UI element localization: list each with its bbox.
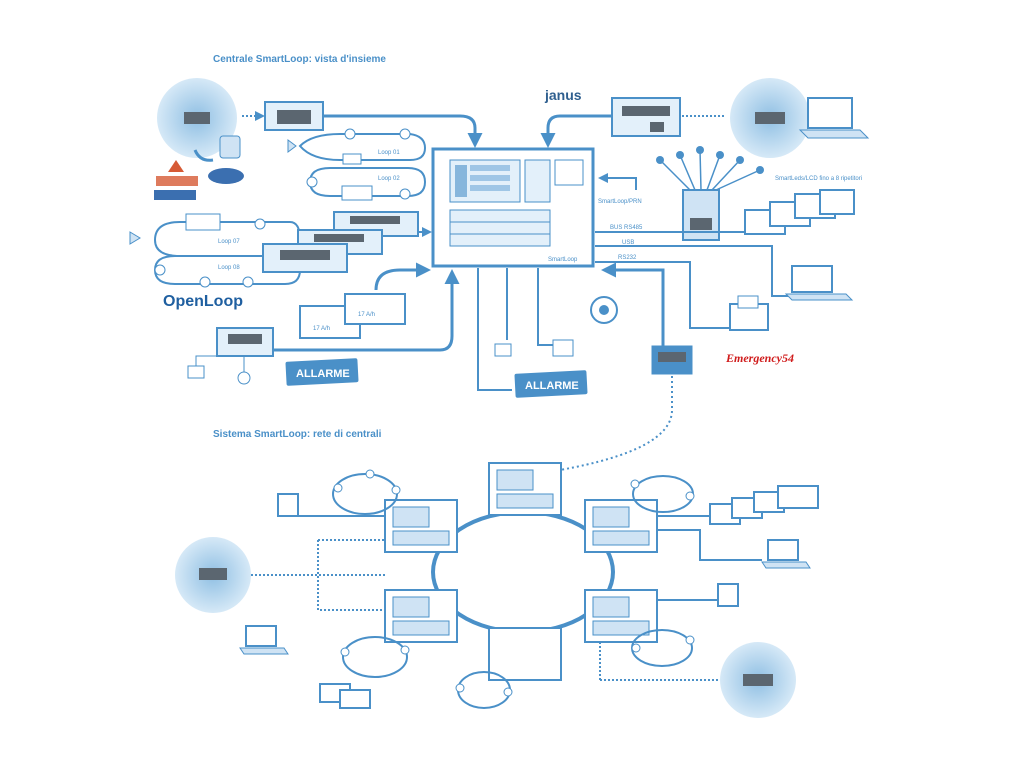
battery-large-label: 17 A/h — [358, 312, 375, 318]
alarm-sign-center-text: ALLARME — [525, 380, 579, 392]
loop-01: Loop 01 — [287, 128, 427, 165]
alarm-sign-left: ALLARME — [285, 358, 359, 386]
alarm-sign-left-text: ALLARME — [296, 368, 350, 380]
emergency-logo: Emergency54 — [725, 351, 794, 365]
partner-logos-left — [154, 160, 244, 200]
lcd-repeaters-stack — [744, 189, 855, 235]
io-devices — [494, 339, 574, 357]
loop-02-label: Loop 02 — [378, 176, 400, 182]
network-panel-left-lower — [384, 589, 458, 643]
remote-module-right — [611, 97, 681, 137]
operator-station-bottom-left — [175, 537, 251, 613]
loop-08-label: Loop 08 — [218, 265, 240, 271]
operator-station-bottom-right — [720, 642, 796, 718]
remote-module-top — [264, 101, 324, 131]
phone-icon — [193, 135, 241, 162]
network-panel-right-upper — [584, 499, 658, 553]
lcd-repeaters-bottom-right — [709, 485, 819, 525]
loop-01-label: Loop 01 — [378, 150, 400, 156]
main-control-panel: SmartLoop — [431, 147, 595, 268]
overview-title: Centrale SmartLoop: vista d'insieme — [213, 54, 386, 65]
openloop-logo: OpenLoop — [163, 293, 243, 310]
battery-small-label: 17 A/h — [313, 326, 330, 332]
usb-label: USB — [622, 240, 634, 246]
computer-workstation-top-right — [798, 97, 870, 139]
emergency-module — [651, 345, 693, 375]
alarm-sign-center: ALLARME — [514, 370, 588, 398]
printer-bottom-left — [277, 493, 385, 517]
loop-07-label: Loop 07 — [218, 239, 240, 245]
network-panel-right-lower — [584, 589, 658, 643]
computer-bottom-right — [657, 529, 811, 569]
operator-station-left — [157, 78, 237, 158]
smartleds-label: SmartLeds/LCD fino a 8 ripetitori — [775, 176, 862, 182]
batteries: 17 A/h 17 A/h — [299, 293, 406, 339]
printer-icon — [729, 295, 769, 331]
power-supply-module — [187, 327, 274, 385]
smartloop-prn-label: SmartLoop/PRN — [598, 199, 642, 205]
network-panel-bottom — [488, 627, 562, 681]
network-panel-top — [488, 462, 562, 516]
loop-02: Loop 02 — [306, 167, 427, 201]
panel-brand-label: SmartLoop — [548, 257, 578, 263]
network-panel-left-upper — [384, 499, 458, 553]
rs232-label: RS232 — [618, 255, 637, 261]
loop-devices — [333, 469, 695, 697]
network-title: Sistema SmartLoop: rete di centrali — [213, 429, 382, 440]
computer-workstation-right — [784, 265, 854, 301]
computer-bottom-left — [239, 625, 289, 655]
bus-rs485-label: BUS RS485 — [610, 225, 643, 231]
printer-bottom-right — [657, 583, 739, 607]
operator-station-right — [730, 78, 810, 158]
siren-icon — [590, 296, 618, 324]
janus-logo: janus — [544, 87, 582, 103]
lcd-repeaters-bottom-left — [319, 683, 371, 709]
loop-module-stack — [262, 211, 419, 273]
